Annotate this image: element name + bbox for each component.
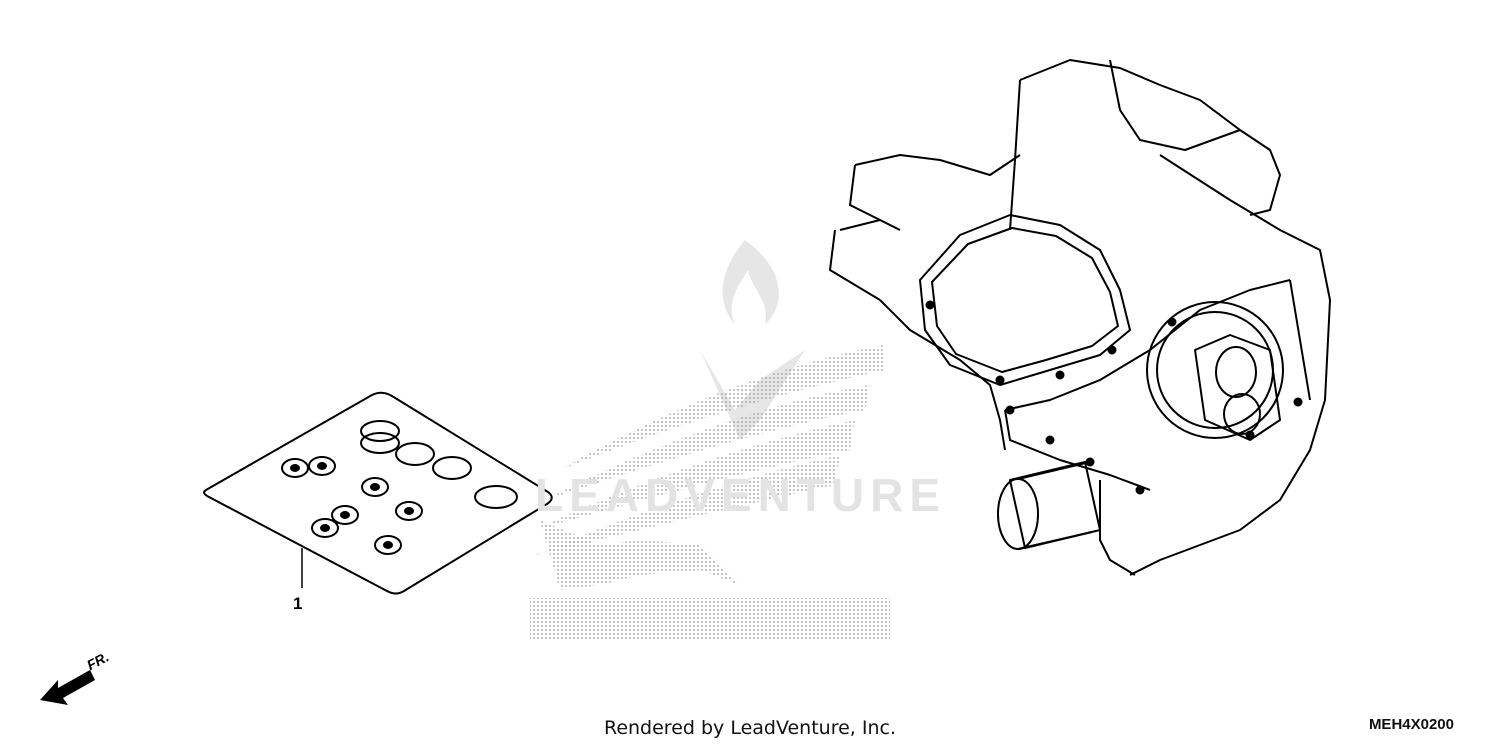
front-direction-arrow-icon [40, 670, 95, 705]
footer-credit: Rendered by LeadVenture, Inc. [603, 717, 897, 739]
watermark-text: LEADVENTURE [535, 469, 947, 521]
gasket-kit-sheet [203, 391, 553, 595]
diagram-code: MEH4X0200 [1368, 716, 1454, 733]
engine-outline [829, 59, 1331, 576]
honda-wing-logo-icon [530, 345, 890, 640]
gasket-seals [281, 420, 518, 555]
part-callout-number[interactable]: 1 [293, 594, 303, 613]
